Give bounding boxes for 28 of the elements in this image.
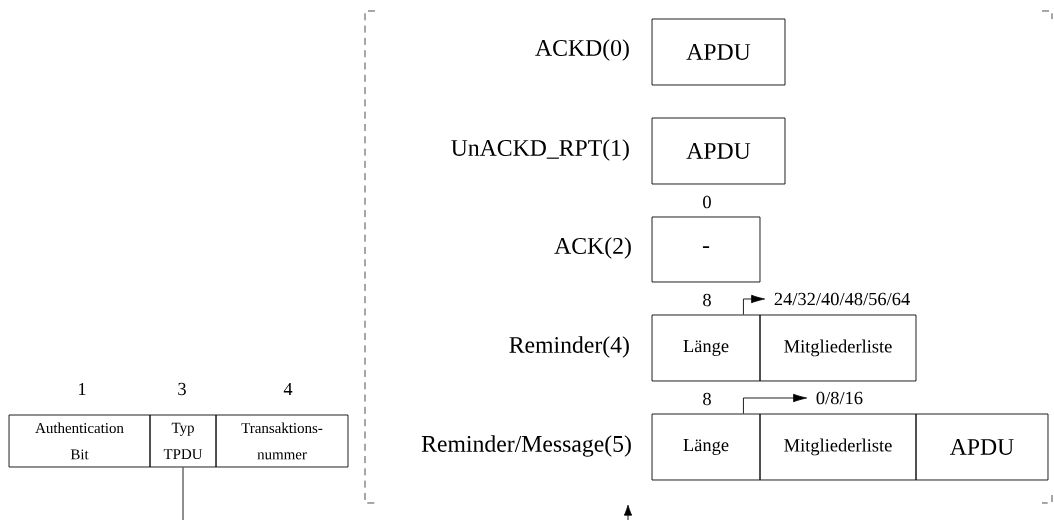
field-box: APDU: [915, 413, 1049, 481]
field-box: Länge: [651, 413, 761, 481]
bit-width: 3: [178, 382, 186, 396]
field-box: Transaktions- nummer: [215, 414, 349, 468]
arrow: [623, 504, 633, 516]
row-label: Reminder(4): [509, 336, 629, 358]
field-box: Authentication Bit: [8, 414, 151, 468]
value-label: 0/8/16: [816, 391, 863, 405]
field-box: -: [651, 216, 761, 283]
bit-width: 4: [283, 382, 293, 396]
bit-width: 0: [703, 195, 711, 209]
field-box: APDU: [651, 117, 786, 185]
row-label: ACKD(0): [535, 39, 629, 61]
dashed-frame: [364, 10, 1053, 504]
row-label: UnACKD_RPT(1): [451, 139, 629, 161]
field-box: Länge: [651, 314, 761, 382]
field-box: APDU: [651, 18, 786, 86]
field-box: Mitgliederliste: [759, 413, 917, 481]
row-label: Reminder/Message(5): [421, 435, 631, 457]
bit-width: 1: [79, 382, 86, 396]
bit-width: 8: [703, 293, 711, 307]
field-box: Typ TPDU: [149, 414, 217, 468]
bit-width: 8: [703, 392, 711, 406]
field-box: Mitgliederliste: [759, 314, 917, 382]
arrow: [743, 294, 766, 315]
arrow: [743, 393, 808, 414]
value-label: 24/32/40/48/56/64: [774, 292, 910, 306]
row-label: ACK(2): [554, 237, 631, 259]
